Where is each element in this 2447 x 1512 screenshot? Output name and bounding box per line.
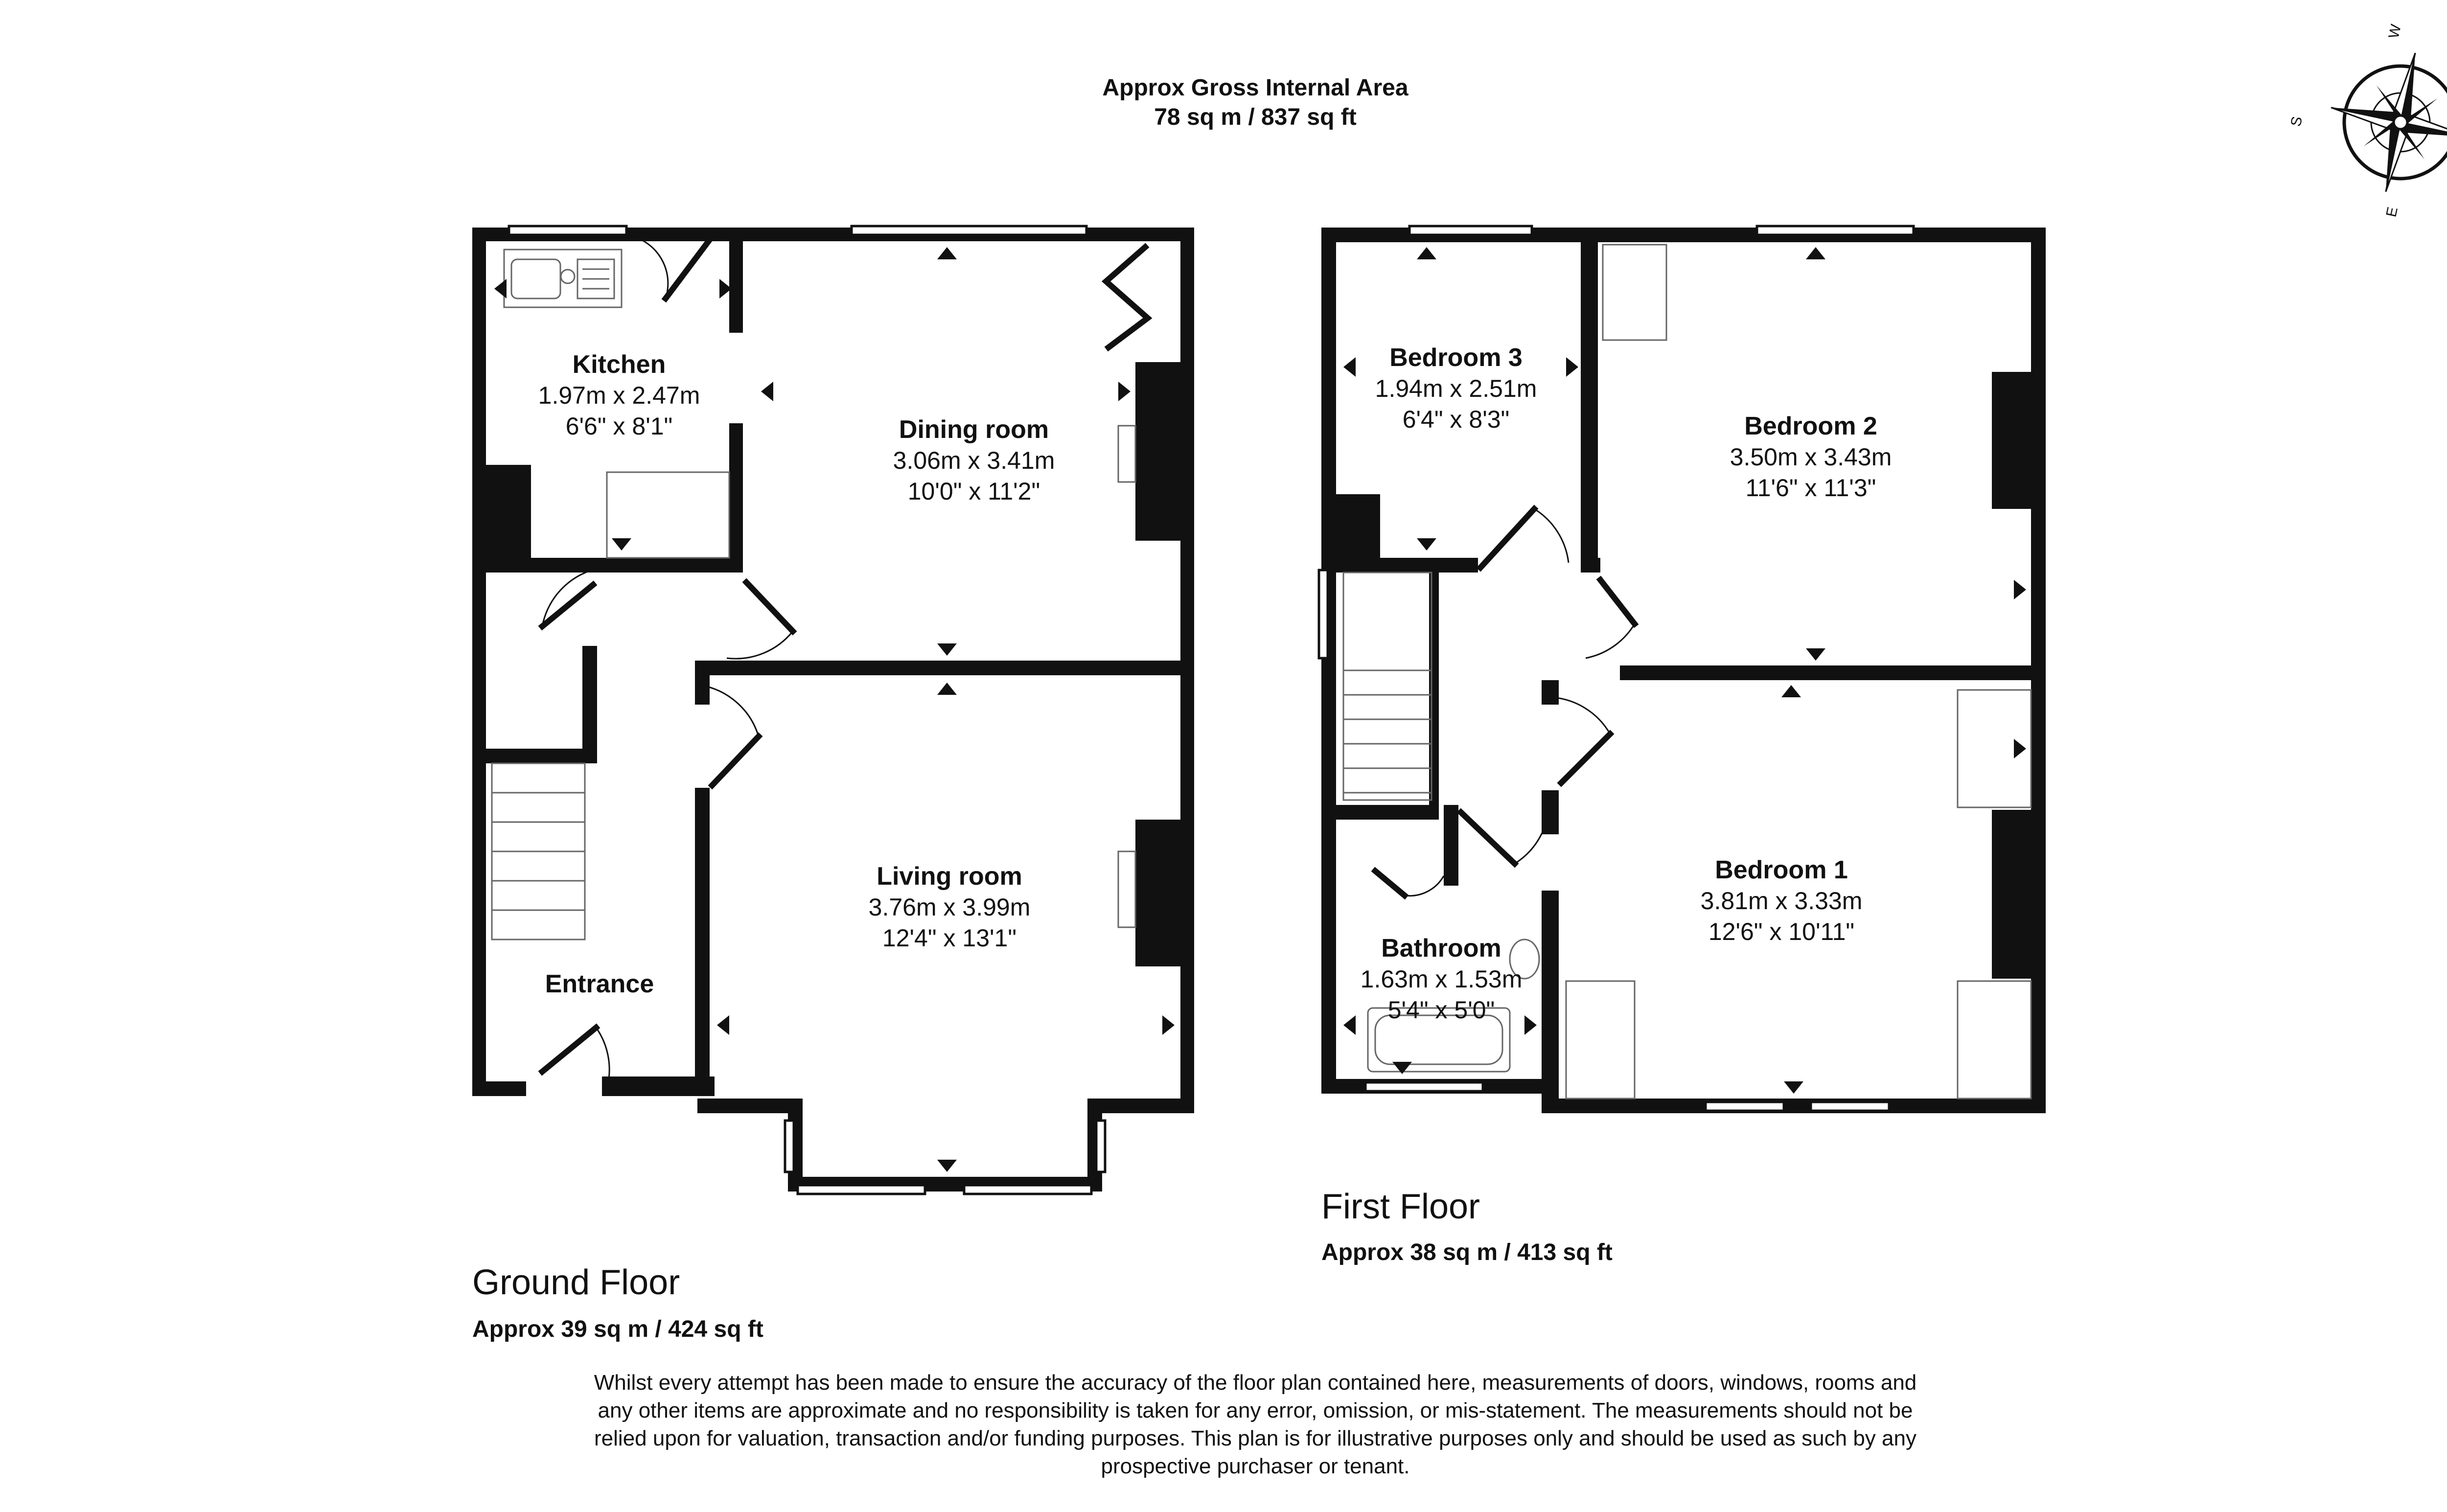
disclaimer: Whilst every attempt has been made to en… [594, 1371, 1917, 1478]
bedroom1-imperial: 12'6" x 10'11" [1708, 918, 1854, 945]
living-name: Living room [877, 862, 1022, 891]
ground-doors [538, 234, 1153, 1089]
kitchen-sink-icon [503, 249, 623, 308]
first-floor-plan: Bedroom 3 1.94m x 2.51m 6'4" x 8'3" Bedr… [1317, 225, 2046, 1113]
ground-floor-title: Ground Floor [472, 1263, 680, 1302]
kitchen-metric: 1.97m x 2.47m [538, 382, 700, 409]
ground-stairs [491, 762, 586, 940]
compass-e-label: E [2383, 206, 2401, 218]
bedroom1-name: Bedroom 1 [1715, 856, 1848, 884]
disclaimer-line-4: prospective purchaser or tenant. [1101, 1454, 1409, 1478]
compass-w-label: W [2386, 23, 2404, 40]
first-floor-title: First Floor [1321, 1187, 1480, 1226]
bathroom-metric: 1.63m x 1.53m [1361, 965, 1523, 993]
bedroom3-name: Bedroom 3 [1389, 344, 1523, 372]
living-metric: 3.76m x 3.99m [869, 893, 1031, 921]
bedroom1-metric: 3.81m x 3.33m [1701, 887, 1863, 915]
first-arrows [1343, 247, 2026, 1094]
disclaimer-line-1: Whilst every attempt has been made to en… [594, 1371, 1917, 1395]
first-stairs [1342, 572, 1432, 801]
kitchen-imperial: 6'6" x 8'1" [566, 412, 673, 440]
bedroom2-imperial: 11'6" x 11'3" [1746, 474, 1876, 502]
entrance-name: Entrance [545, 970, 654, 998]
bedroom3-imperial: 6'4" x 8'3" [1403, 406, 1510, 433]
living-fireplace [1117, 850, 1136, 928]
first-floor-area: Approx 38 sq m / 413 sq ft [1321, 1239, 1613, 1265]
basin-icon [1509, 939, 1540, 980]
dining-name: Dining room [899, 415, 1049, 444]
compass-icon: W N S E [2288, 23, 2447, 218]
bathroom-name: Bathroom [1381, 934, 1501, 962]
bedroom2-wardrobe [1602, 244, 1667, 341]
bedroom1-wardrobe-right [1957, 689, 2032, 808]
bedroom2-metric: 3.50m x 3.43m [1730, 443, 1892, 471]
bedroom3-metric: 1.94m x 2.51m [1375, 375, 1537, 402]
ground-floor-plan: Kitchen 1.97m x 2.47m 6'6" x 8'1" Dining… [472, 225, 1194, 1195]
dining-fireplace [1117, 425, 1136, 483]
ground-floor-area: Approx 39 sq m / 424 sq ft [472, 1316, 763, 1342]
disclaimer-line-3: relied upon for valuation, transaction a… [594, 1426, 1916, 1450]
kitchen-name: Kitchen [573, 350, 666, 379]
bath-icon [1367, 1007, 1511, 1073]
compass-s-label: S [2288, 115, 2306, 128]
living-imperial: 12'4" x 13'1" [882, 924, 1016, 952]
bedroom1-wardrobe-br [1957, 980, 2032, 1100]
disclaimer-line-2: any other items are approximate and no r… [598, 1398, 1913, 1422]
gross-area-value: 78 sq m / 837 sq ft [1154, 104, 1357, 130]
bedroom2-name: Bedroom 2 [1744, 412, 1877, 440]
dining-imperial: 10'0" x 11'2" [908, 478, 1040, 505]
kitchen-worktop [606, 471, 730, 559]
first-doors [1371, 504, 1639, 900]
bedroom1-wardrobe-left [1565, 980, 1636, 1100]
ground-arrows [494, 247, 1175, 1172]
gross-area-title: Approx Gross Internal Area [1102, 75, 1408, 101]
dining-metric: 3.06m x 3.41m [893, 447, 1055, 474]
bathroom-imperial: 5'4" x 5'0" [1388, 996, 1495, 1024]
